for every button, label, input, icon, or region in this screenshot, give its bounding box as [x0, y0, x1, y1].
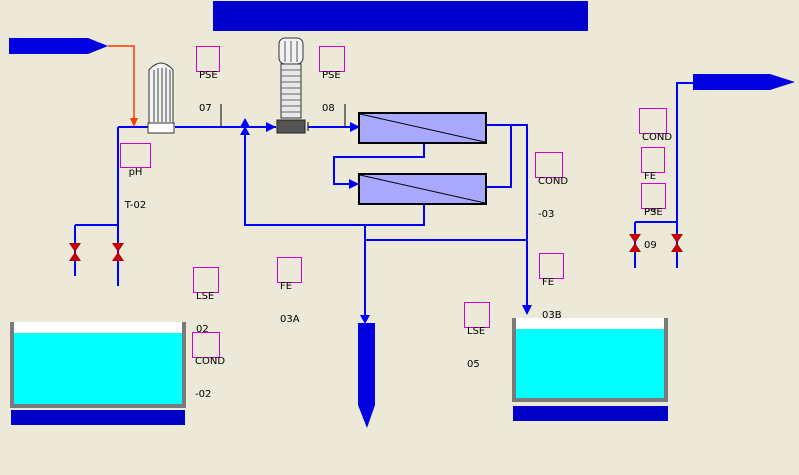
tank-inlet-arrow-icon: [522, 305, 532, 315]
tag-pse-07-line2: 07: [199, 103, 212, 114]
tank-left-base: [11, 410, 185, 425]
tag-fe-03a-line2: 03A: [280, 314, 300, 325]
tag-lse-02-line2: 02: [196, 324, 209, 335]
tag-fe-03a[interactable]: FE 03A: [277, 257, 302, 325]
tag-pse-08-line1: PSE: [322, 70, 341, 81]
tag-lse-02-line1: LSE: [196, 291, 215, 302]
tag-cond-02-line2: -02: [195, 389, 212, 400]
valve-2[interactable]: [112, 243, 124, 261]
interstage-arrow-icon: [349, 179, 359, 189]
inlet-arrow-icon: [9, 38, 108, 54]
tag-cond-04-line1: COND: [642, 132, 673, 143]
feed-arrowhead-icon: [130, 118, 138, 127]
membrane-inlet-arrow-icon: [350, 122, 360, 132]
tag-ph-t-02-line2: T-02: [124, 200, 147, 211]
tag-pse-08-line2: 08: [322, 103, 335, 114]
tag-fe-03b-line1: FE: [542, 277, 555, 288]
drain-arrow-icon: [358, 323, 375, 428]
tag-lse-02[interactable]: LSE 02: [193, 267, 219, 335]
tank-right-base: [513, 406, 668, 421]
feed-line: [108, 45, 135, 122]
tag-ph-t-02-line1: pH: [128, 167, 143, 178]
tag-cond-04[interactable]: COND -04: [639, 108, 672, 176]
header-bar: [213, 1, 588, 31]
tag-lse-05[interactable]: LSE 05: [464, 302, 490, 370]
tag-cond-03[interactable]: COND -03: [535, 152, 568, 220]
tank-right[interactable]: [512, 318, 668, 402]
tag-pse-07-line1: PSE: [199, 70, 218, 81]
concentrate-pipe: [364, 225, 527, 241]
valve-3[interactable]: [629, 234, 641, 252]
tag-ph-t-02[interactable]: pH T-02: [120, 143, 151, 211]
tag-pse-09-line1: PSE: [644, 207, 663, 218]
valve-4[interactable]: [671, 234, 683, 252]
tag-fe-03b-line2: 03B: [542, 310, 562, 321]
tag-pse-07[interactable]: PSE 07: [196, 46, 220, 114]
tag-cond-02[interactable]: COND -02: [192, 332, 225, 400]
outlet-pipe: [676, 82, 693, 268]
pump-inlet-arrow-icon: [266, 122, 276, 132]
valve-1[interactable]: [69, 243, 81, 261]
tag-pse-08[interactable]: PSE 08: [319, 46, 345, 114]
tag-cond-03-line2: -03: [538, 209, 555, 220]
tag-cond-03-line1: COND: [538, 176, 569, 187]
recycle-junction-arrow-icon: [240, 118, 250, 127]
interstage-pipe: [333, 143, 425, 185]
tank-left[interactable]: [10, 322, 186, 408]
recycle-arrow-icon: [240, 126, 250, 135]
tank-right-water: [516, 329, 664, 398]
tag-cond-02-line1: COND: [195, 356, 226, 367]
membrane-2[interactable]: [358, 173, 487, 205]
tag-pse-09[interactable]: PSE 09: [641, 183, 666, 251]
membrane-1[interactable]: [358, 112, 487, 144]
permeate-pipe-2: [486, 124, 528, 310]
drain-entry-arrow-icon: [360, 315, 370, 324]
cartridge-filter-icon[interactable]: [147, 56, 175, 134]
tag-pse-09-line2: 09: [644, 240, 657, 251]
tag-lse-05-line2: 05: [467, 359, 480, 370]
high-pressure-pump-icon[interactable]: [276, 37, 306, 134]
tank-left-water: [14, 333, 182, 404]
tag-fe-03b[interactable]: FE 03B: [539, 253, 564, 321]
recycle-pipe: [244, 127, 425, 226]
permeate-pipe-1: [486, 124, 512, 188]
outlet-arrow-icon: [693, 74, 795, 90]
tag-fe-04[interactable]: FE 04: [641, 147, 665, 215]
tag-fe-04-line1: FE: [644, 171, 657, 182]
tag-fe-03a-line1: FE: [280, 281, 293, 292]
tag-fe-04-line2: 04: [644, 204, 657, 215]
tag-lse-05-line1: LSE: [467, 326, 486, 337]
